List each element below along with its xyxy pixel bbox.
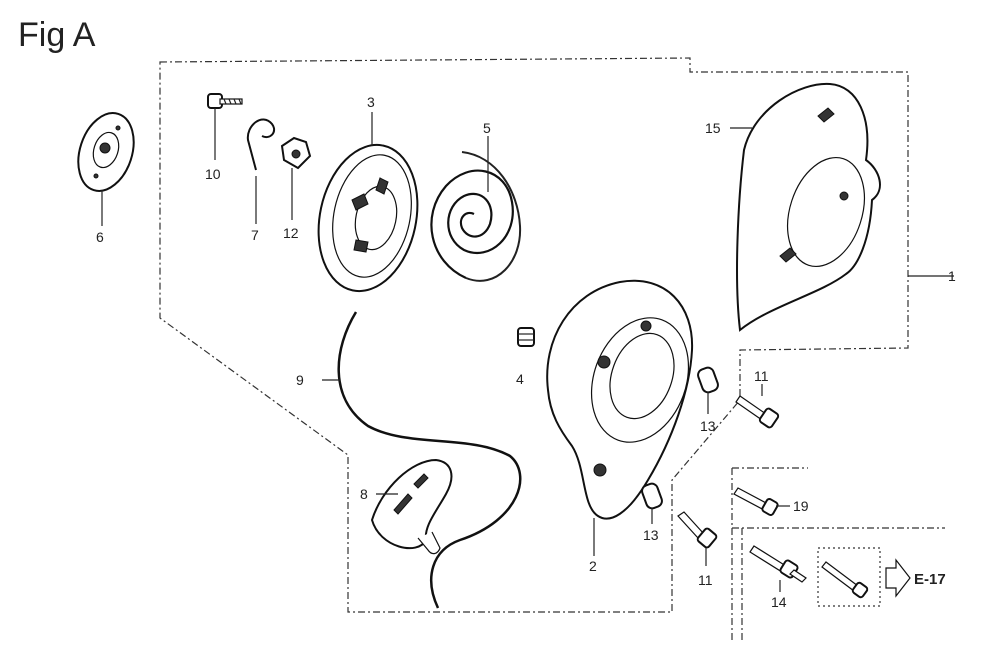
part-label-4: 4 <box>516 371 524 387</box>
part-label-10: 10 <box>205 166 221 182</box>
part-label-19: 19 <box>793 498 809 514</box>
bolt-part <box>207 93 243 109</box>
part-label-13-lower: 13 <box>643 527 659 543</box>
part-label-3: 3 <box>367 94 375 110</box>
bolt-part-lower <box>677 511 718 549</box>
starter-case-part <box>546 279 694 520</box>
part-label-14: 14 <box>771 594 787 610</box>
part-label-2: 2 <box>589 558 597 574</box>
flange-plate-part <box>77 112 135 192</box>
collar-part-upper <box>697 366 719 394</box>
spring-clip-part <box>246 118 276 171</box>
starter-grip-part <box>370 458 453 555</box>
part-label-13-upper: 13 <box>700 418 716 434</box>
reference-code: E-17 <box>914 571 946 588</box>
starter-reel-part <box>317 143 419 293</box>
flange-bolt-part <box>733 487 779 516</box>
figure-title: Fig A <box>18 16 96 54</box>
ratchet-cam-part <box>280 136 312 170</box>
part-label-9: 9 <box>296 372 304 388</box>
reference-bolt-part <box>821 561 869 599</box>
fastener-group-outline <box>731 467 945 640</box>
part-label-11-lower: 11 <box>698 572 713 588</box>
stud-bolt-part <box>749 545 807 583</box>
part-label-8: 8 <box>360 486 368 502</box>
part-label-15: 15 <box>705 120 721 136</box>
starter-rope-part <box>337 311 522 609</box>
bolt-reference-box <box>817 547 881 607</box>
part-label-11-upper: 11 <box>754 368 769 384</box>
recoil-cover-part <box>736 82 881 332</box>
nut-part <box>517 327 535 347</box>
part-label-12: 12 <box>283 225 299 241</box>
collar-part-lower <box>641 482 663 510</box>
part-label-5: 5 <box>483 120 491 136</box>
recoil-spring-part <box>430 169 514 280</box>
reference-arrow-icon <box>885 558 911 598</box>
part-label-1: 1 <box>948 268 956 284</box>
part-label-6: 6 <box>96 229 104 245</box>
part-label-7: 7 <box>251 227 259 243</box>
bolt-part-upper <box>735 395 780 429</box>
